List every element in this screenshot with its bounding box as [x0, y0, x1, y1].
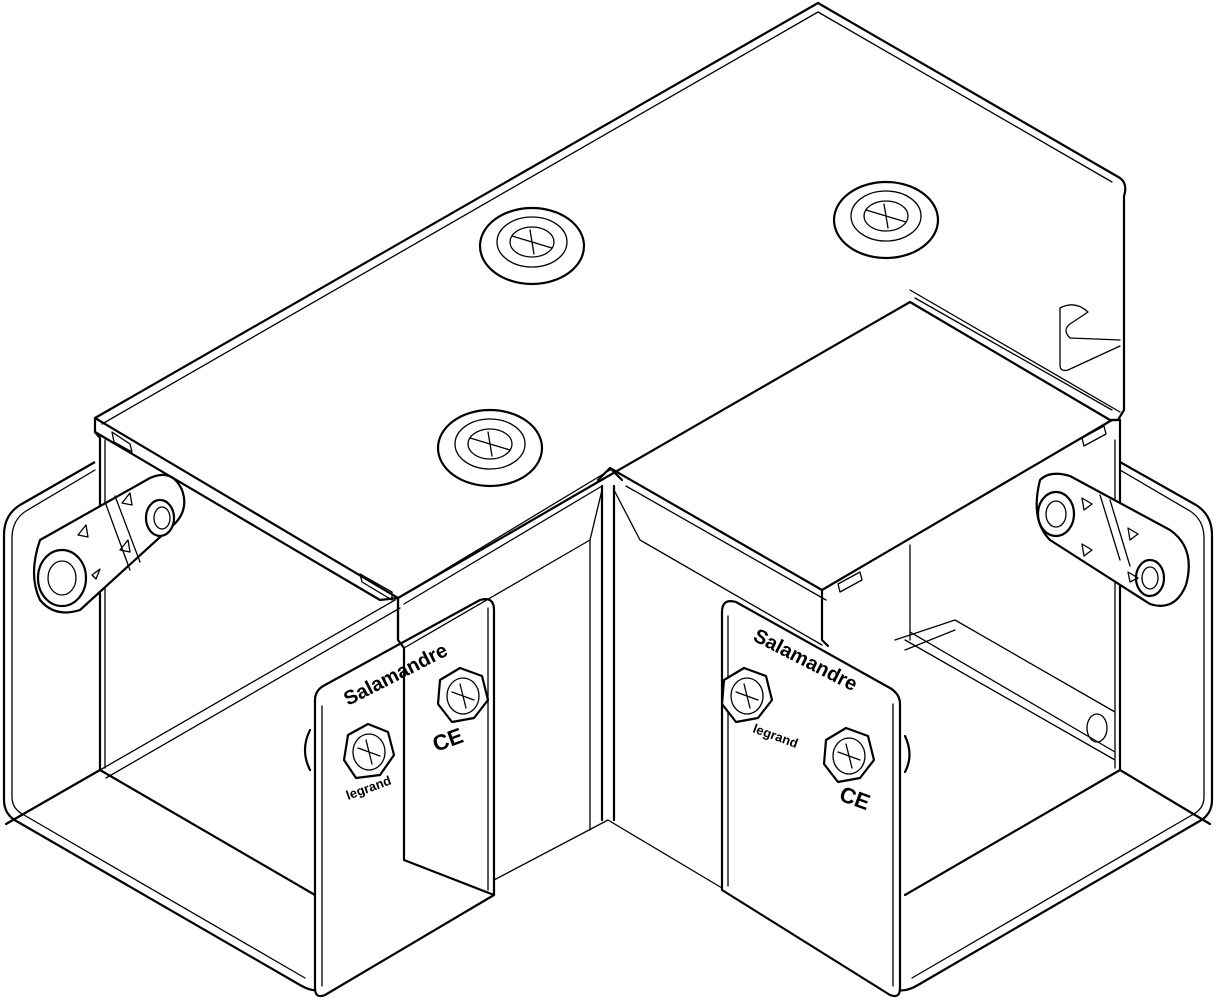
- left-end-plate: Salamandre legrand CE: [303, 598, 496, 998]
- cover-screw-front: [436, 408, 544, 488]
- left-fixing-tab: [32, 473, 186, 614]
- top-cover: [93, 1, 1127, 600]
- cover-screw-right: [832, 180, 940, 260]
- right-fixing-tab: [1035, 472, 1190, 607]
- front-stem: [396, 466, 827, 897]
- right-end-plate: Salamandre legrand CE: [720, 600, 911, 998]
- right-plate-bolt-lower: [822, 726, 876, 784]
- left-plate-bolt-lower: [342, 722, 396, 780]
- cover-screw-left: [478, 206, 586, 286]
- right-plate-bolt-upper: [720, 666, 774, 724]
- left-plate-bolt-upper: [436, 666, 490, 724]
